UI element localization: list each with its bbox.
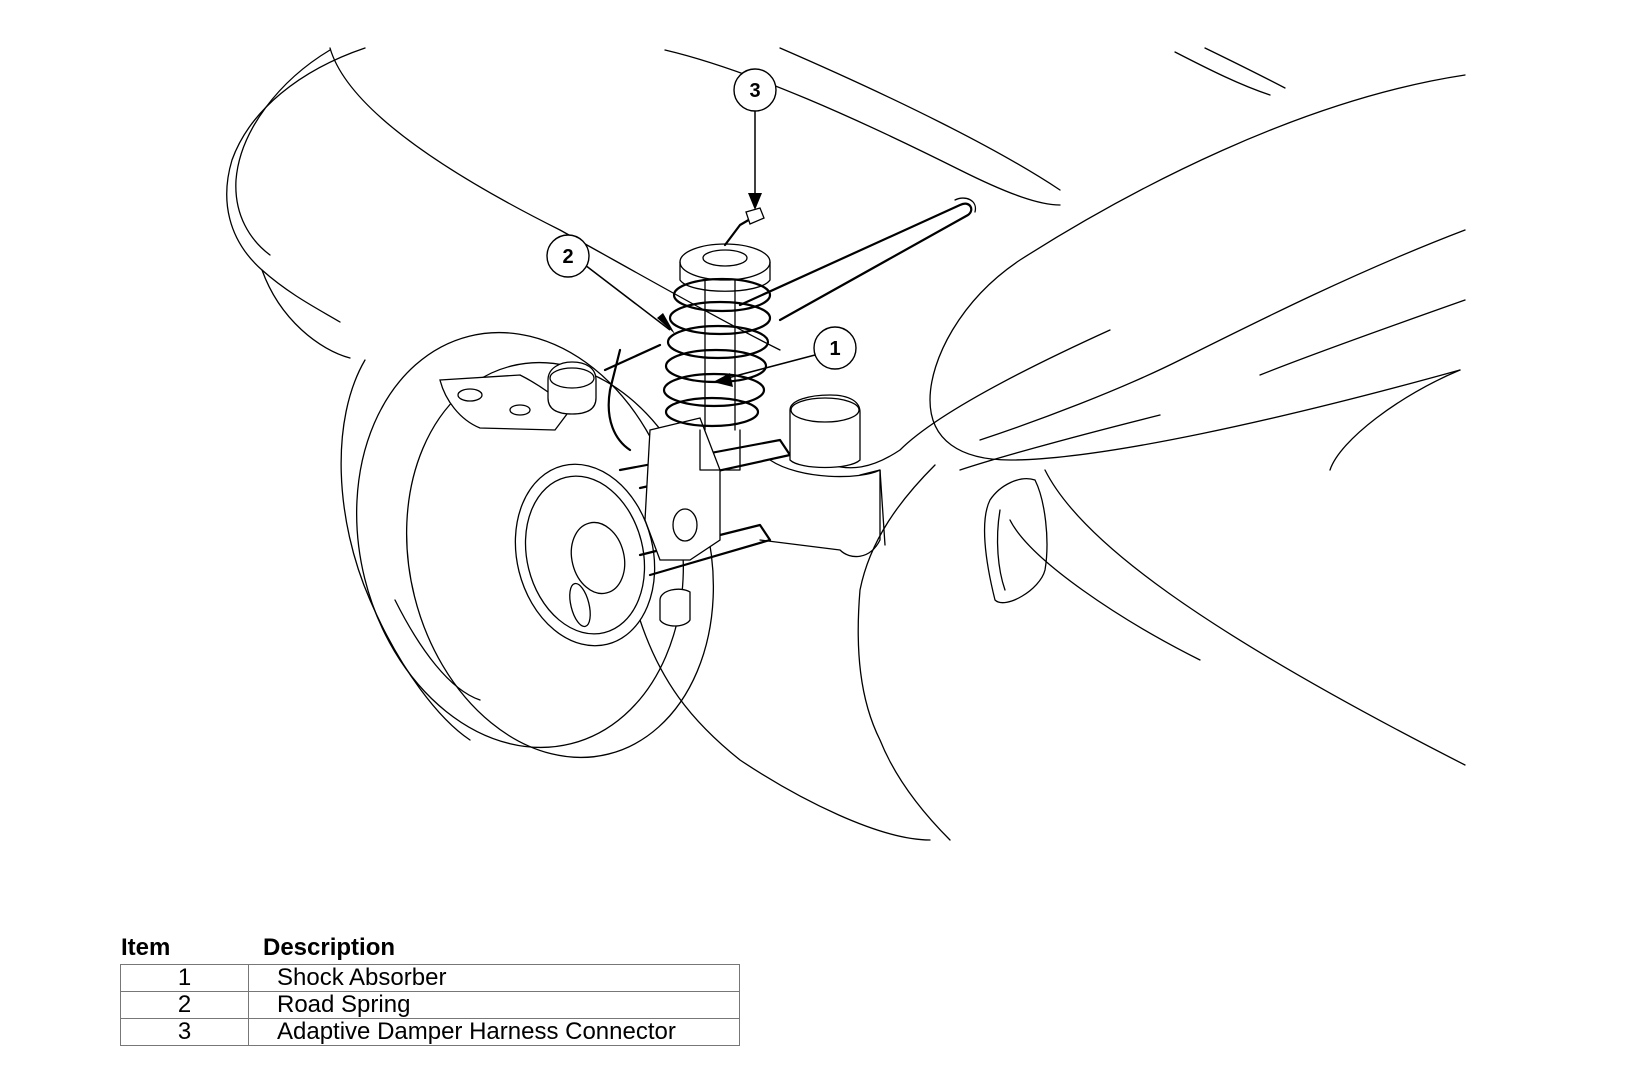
legend-item-description: Shock Absorber xyxy=(248,964,740,992)
vehicle-body-outline xyxy=(226,47,1466,841)
parts-legend: Item Description 1 Shock Absorber 2 Road… xyxy=(120,934,740,1046)
legend-header: Item Description xyxy=(120,934,740,964)
callout-3-label: 3 xyxy=(749,80,760,102)
legend-header-item: Item xyxy=(121,934,171,961)
table-row: 2 Road Spring xyxy=(120,991,740,1019)
table-row: 3 Adaptive Damper Harness Connector xyxy=(120,1018,740,1046)
callout-1: 1 xyxy=(713,326,857,387)
mounting-bracket xyxy=(439,361,597,431)
subframe xyxy=(759,394,886,558)
legend-table: 1 Shock Absorber 2 Road Spring 3 Adaptiv… xyxy=(120,964,740,1046)
suspension-illustration: 3 2 1 xyxy=(226,47,1466,841)
callout-2-label: 2 xyxy=(562,246,573,268)
callout-2: 2 xyxy=(546,234,675,334)
legend-item-number: 1 xyxy=(120,964,249,992)
callout-3: 3 xyxy=(733,68,777,210)
shock-absorber xyxy=(699,279,741,471)
table-row: 1 Shock Absorber xyxy=(120,964,740,992)
legend-item-number: 2 xyxy=(120,991,249,1019)
callout-1-label: 1 xyxy=(829,338,840,360)
road-spring xyxy=(662,277,772,428)
legend-item-number: 3 xyxy=(120,1018,249,1046)
legend-header-description: Description xyxy=(263,934,396,961)
legend-item-description: Road Spring xyxy=(248,991,740,1019)
legend-item-description: Adaptive Damper Harness Connector xyxy=(248,1018,740,1046)
harness-connector xyxy=(723,207,765,247)
